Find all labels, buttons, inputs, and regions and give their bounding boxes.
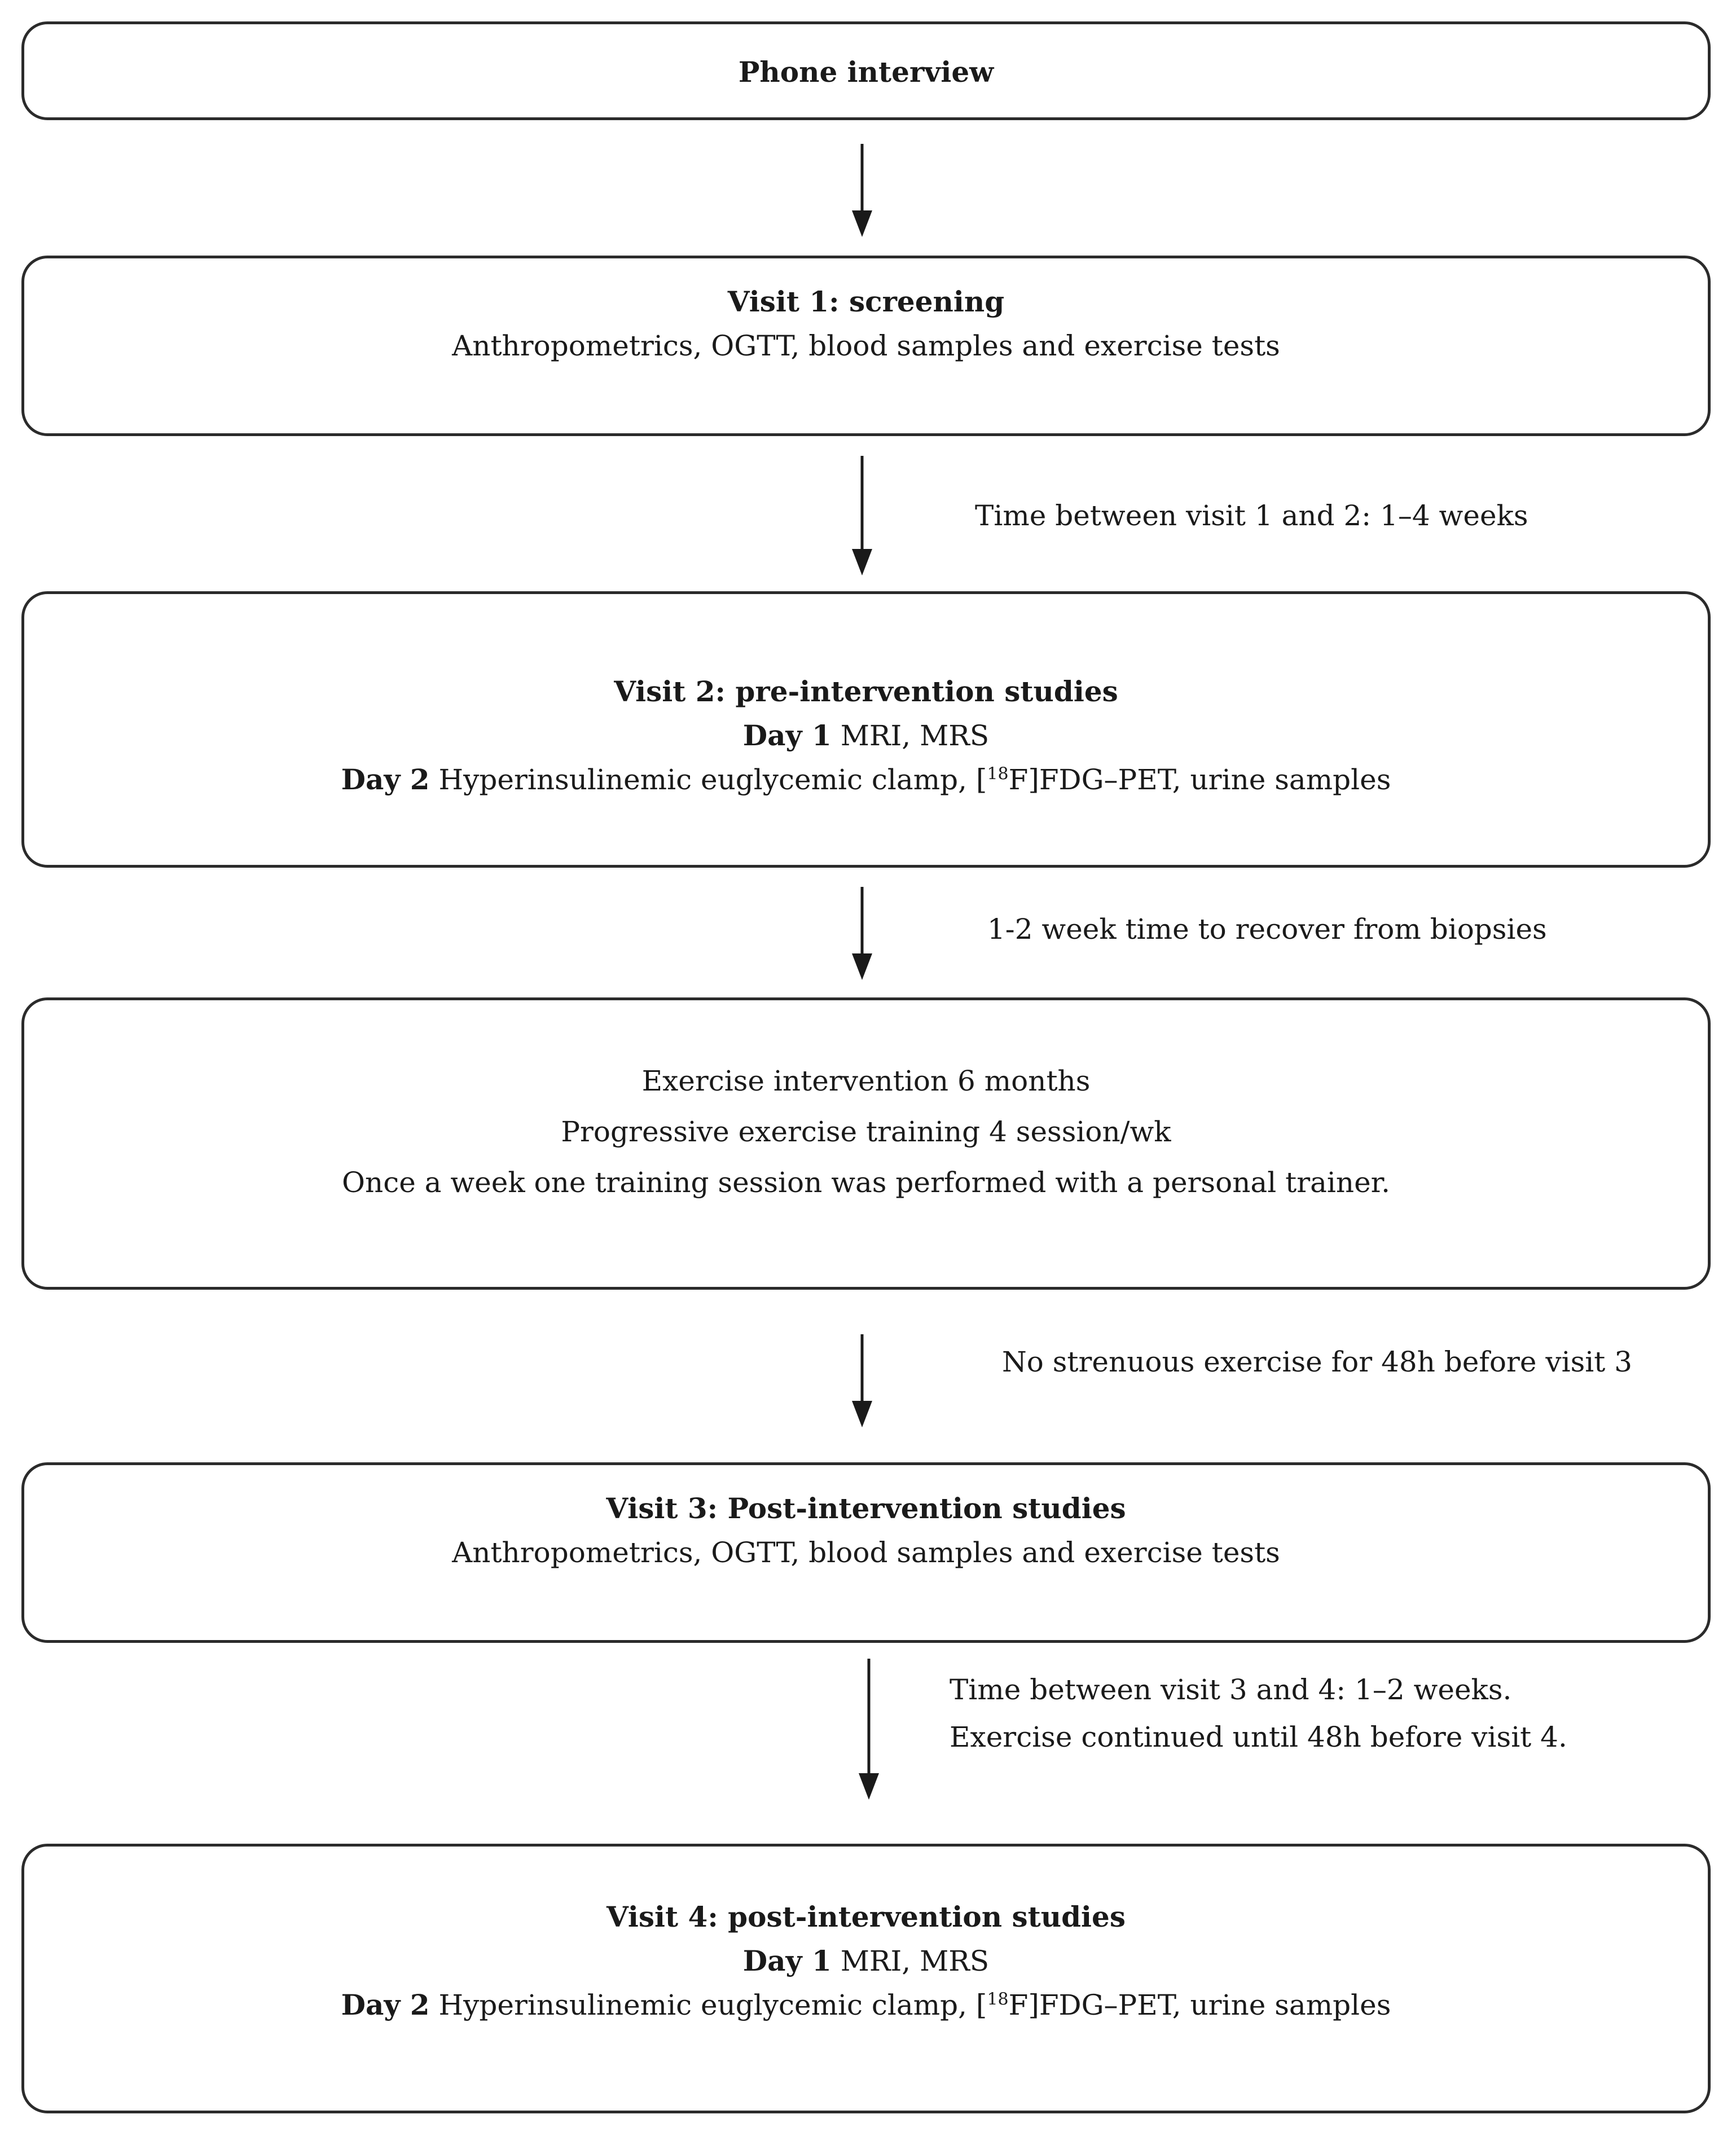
box-line: Visit 4: post-intervention studies [24, 1895, 1708, 1939]
intervention-duration: Exercise intervention 6 months [641, 1065, 1091, 1097]
exercise-intervention-box: Exercise intervention 6 months Progressi… [21, 997, 1711, 1290]
box-line: Phone interview [24, 50, 1708, 94]
note-visit3-to-4-line1: Time between visit 3 and 4: 1–2 weeks. [950, 1673, 1512, 1706]
day-label: Day 1 [742, 1944, 832, 1977]
box-line: Visit 1: screening [24, 280, 1708, 324]
visit-1-description: Anthropometrics, OGTT, blood samples and… [452, 329, 1280, 362]
visit-4-title: Visit 4: post-intervention studies [606, 1900, 1126, 1933]
box-line: Day 2 Hyperinsulinemic euglycemic clamp,… [24, 758, 1708, 802]
down-arrow [859, 1659, 879, 1800]
visit-3-description: Anthropometrics, OGTT, blood samples and… [452, 1536, 1280, 1569]
box-line: Exercise intervention 6 months [24, 1056, 1708, 1106]
note-recover: 1-2 week time to recover from biopsies [987, 913, 1547, 946]
box-line-bold: Phone interview [738, 55, 994, 89]
day-description: Hyperinsulinemic euglycemic clamp, [ [429, 1989, 987, 2021]
note-before-visit3: No strenuous exercise for 48h before vis… [1002, 1346, 1633, 1378]
isotope-superscript: 18 [987, 764, 1009, 784]
box-line: Day 2 Hyperinsulinemic euglycemic clamp,… [24, 1983, 1708, 2027]
day-description: MRI, MRS [831, 719, 990, 752]
visit-1-box: Visit 1: screening Anthropometrics, OGTT… [21, 256, 1711, 436]
note-visit3-to-4-line2: Exercise continued until 48h before visi… [950, 1721, 1567, 1753]
box-line: Progressive exercise training 4 session/… [24, 1106, 1708, 1157]
day-description: Hyperinsulinemic euglycemic clamp, [ [429, 763, 987, 796]
box-line: Day 1 MRI, MRS [24, 1939, 1708, 1983]
visit-3-box: Visit 3: Post-intervention studies Anthr… [21, 1462, 1711, 1643]
box-line: Once a week one training session was per… [24, 1157, 1708, 1208]
day-description-tail: F]FDG–PET, urine samples [1008, 1989, 1391, 2021]
visit-2-box: Visit 2: pre-intervention studies Day 1 … [21, 591, 1711, 868]
box-line: Anthropometrics, OGTT, blood samples and… [24, 1531, 1708, 1575]
box-line: Anthropometrics, OGTT, blood samples and… [24, 324, 1708, 368]
day-label: Day 2 [341, 763, 430, 796]
visit-2-title: Visit 2: pre-intervention studies [614, 675, 1118, 708]
intervention-frequency: Progressive exercise training 4 session/… [561, 1115, 1171, 1148]
visit-1-title: Visit 1: screening [727, 285, 1005, 318]
day-label: Day 2 [341, 1988, 430, 2021]
box-line: Visit 2: pre-intervention studies [24, 670, 1708, 714]
down-arrow [852, 456, 872, 575]
phone-interview-box: Phone interview [21, 21, 1711, 120]
down-arrow [852, 144, 872, 237]
down-arrow [852, 887, 872, 980]
visit-3-title: Visit 3: Post-intervention studies [606, 1492, 1126, 1525]
down-arrow [852, 1334, 872, 1427]
visit-4-box: Visit 4: post-intervention studies Day 1… [21, 1844, 1711, 2113]
intervention-trainer: Once a week one training session was per… [342, 1166, 1390, 1199]
day-description: MRI, MRS [831, 1945, 990, 1977]
day-label: Day 1 [742, 719, 832, 752]
box-line: Visit 3: Post-intervention studies [24, 1487, 1708, 1531]
note-visit1-to-2: Time between visit 1 and 2: 1–4 weeks [975, 499, 1528, 532]
isotope-superscript: 18 [987, 1989, 1009, 2010]
day-description-tail: F]FDG–PET, urine samples [1008, 763, 1391, 796]
box-line: Day 1 MRI, MRS [24, 714, 1708, 758]
